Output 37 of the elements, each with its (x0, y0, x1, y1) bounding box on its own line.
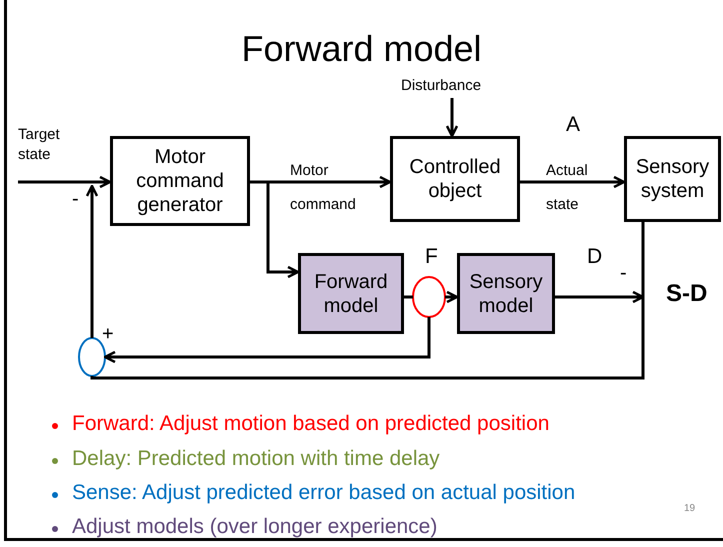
box-text: Motor command generator (135, 145, 225, 217)
sign-label: - (72, 188, 79, 211)
arrow (445, 290, 458, 304)
title: Forward model (240, 28, 483, 70)
bullet-text: Forward: Adjust motion based on predicted position (50, 412, 550, 436)
text-label: Target state (18, 125, 61, 164)
box-text: Sensory system (634, 155, 710, 203)
process-box (110, 136, 250, 226)
arrow (250, 180, 300, 278)
edge-label: Motor command (290, 161, 357, 215)
model-box (457, 253, 555, 334)
point-label: A (566, 113, 580, 137)
arrow (555, 290, 644, 304)
arrow (446, 98, 458, 138)
process-box (390, 136, 520, 222)
model-box (298, 253, 404, 334)
bullet-text: Adjust models (over longer experience) (50, 515, 438, 539)
sign-label: - (620, 262, 627, 285)
box-text: Controlled object (408, 155, 502, 203)
bullet-text: Delay: Predicted motion with time delay (50, 447, 440, 471)
arrow (18, 176, 112, 188)
point-label: D (587, 245, 602, 269)
bullet-text: Sense: Adjust predicted error based on actual position (50, 481, 576, 505)
box-text: Sensory model (468, 270, 544, 318)
arrow (86, 184, 98, 338)
summing-circle (78, 337, 106, 377)
process-box (624, 136, 721, 222)
difference-label: S-D (666, 280, 708, 308)
point-label: F (425, 245, 438, 269)
edge-label: Actual state (546, 161, 589, 215)
box-text: Forward model (313, 270, 389, 318)
arrow (520, 176, 626, 188)
highlight-circle (412, 276, 446, 318)
arrow (104, 317, 430, 364)
sign-label: + (102, 323, 114, 346)
text-label: Disturbance (401, 76, 482, 96)
page-number: 19 (684, 503, 696, 514)
